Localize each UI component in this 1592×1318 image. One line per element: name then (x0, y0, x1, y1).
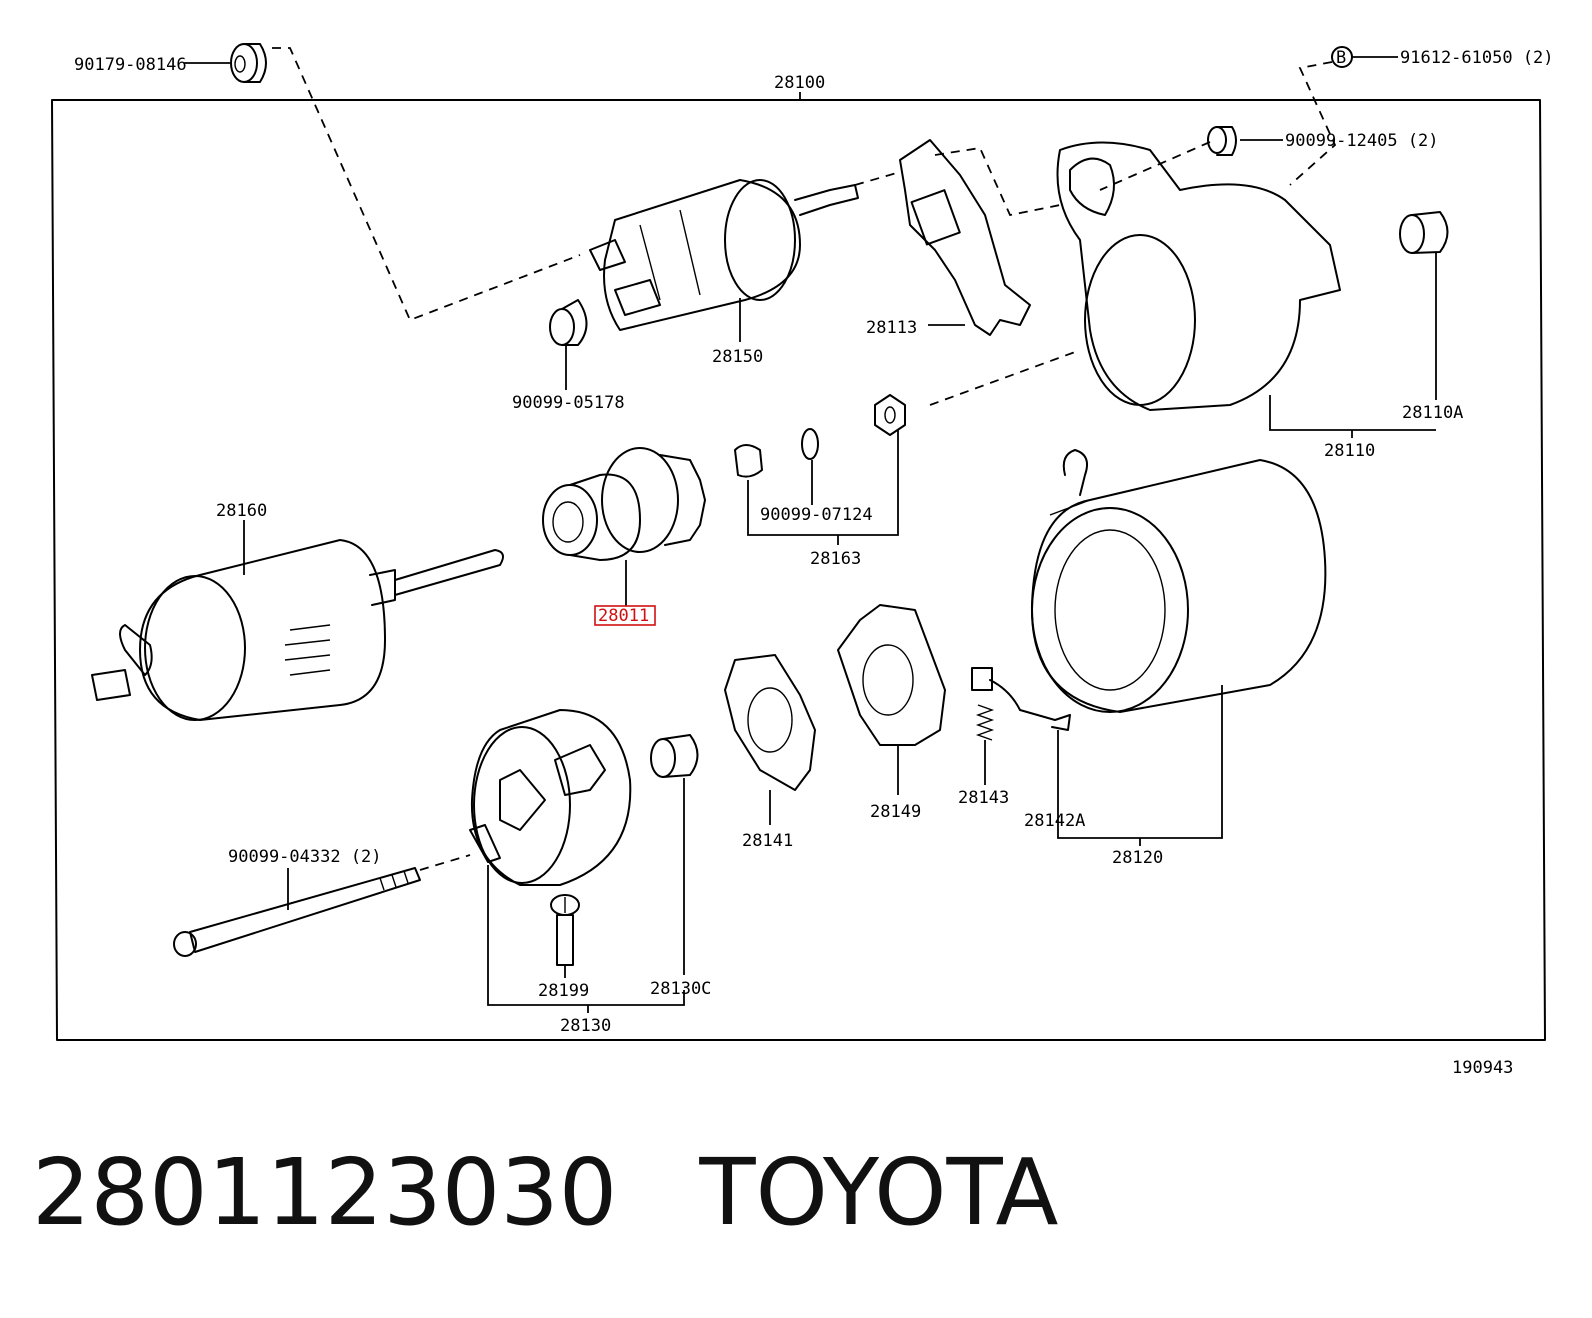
housing-28110-icon (1056, 141, 1341, 411)
nut-90179-icon (230, 43, 267, 83)
label-28130[interactable]: 28130 (560, 1016, 611, 1036)
label-28120[interactable]: 28120 (1112, 848, 1163, 868)
label-90099-04332[interactable]: 90099-04332 (2) (228, 847, 382, 867)
label-28143[interactable]: 28143 (958, 788, 1009, 808)
through-bolt-90099-04332-icon (173, 867, 421, 957)
spring-28143-icon (971, 667, 995, 741)
label-28011[interactable]: 28011 (598, 606, 649, 626)
yoke-28120-icon (1030, 449, 1327, 713)
label-90099-12405[interactable]: 90099-12405 (2) (1285, 131, 1439, 151)
highlight-box-28011 (594, 605, 656, 626)
sheet-number: 190943 (1452, 1058, 1513, 1078)
label-28149[interactable]: 28149 (870, 802, 921, 822)
brush-plate-28113-icon (899, 139, 1031, 336)
label-28142a[interactable]: 28142A (1024, 811, 1085, 831)
label-28150[interactable]: 28150 (712, 347, 763, 367)
label-90099-05178[interactable]: 90099-05178 (512, 393, 625, 413)
solenoid-28150-icon (589, 179, 859, 331)
lead-wire-28142a-icon (989, 679, 1071, 731)
label-28100[interactable]: 28100 (774, 73, 825, 93)
caption-brand: TOYOTA (699, 1139, 1059, 1246)
label-28110[interactable]: 28110 (1324, 441, 1375, 461)
label-90179-08146[interactable]: 90179-08146 (74, 55, 187, 75)
label-b: B (1336, 48, 1346, 68)
label-28199[interactable]: 28199 (538, 981, 589, 1001)
starter-clutch-28011-icon (542, 447, 706, 561)
label-28113[interactable]: 28113 (866, 318, 917, 338)
end-frame-28130-icon (469, 709, 632, 886)
cap-90099-05178-icon (549, 299, 588, 346)
label-28110a[interactable]: 28110A (1402, 403, 1463, 423)
screw-28199-icon (550, 894, 580, 966)
label-28141[interactable]: 28141 (742, 831, 793, 851)
label-90099-07124[interactable]: 90099-07124 (760, 505, 873, 525)
retainer-28163-icon (734, 394, 906, 478)
plate-28141-icon (724, 654, 816, 791)
label-28130c[interactable]: 28130C (650, 979, 711, 999)
label-28163[interactable]: 28163 (810, 549, 861, 569)
part-caption: 2801123030 TOYOTA (32, 1138, 1059, 1248)
bushing-28130c-icon (650, 734, 699, 778)
assembly-frame (51, 92, 1546, 1041)
brush-holder-28149-icon (837, 604, 946, 746)
caption-part-number: 2801123030 (32, 1139, 618, 1246)
cap-90099-12405-icon (1207, 126, 1237, 156)
label-91612-61050[interactable]: 91612-61050 (2) (1400, 48, 1554, 68)
armature-28160-icon (91, 539, 505, 721)
label-28160[interactable]: 28160 (216, 501, 267, 521)
bushing-28110a-icon (1399, 211, 1449, 254)
